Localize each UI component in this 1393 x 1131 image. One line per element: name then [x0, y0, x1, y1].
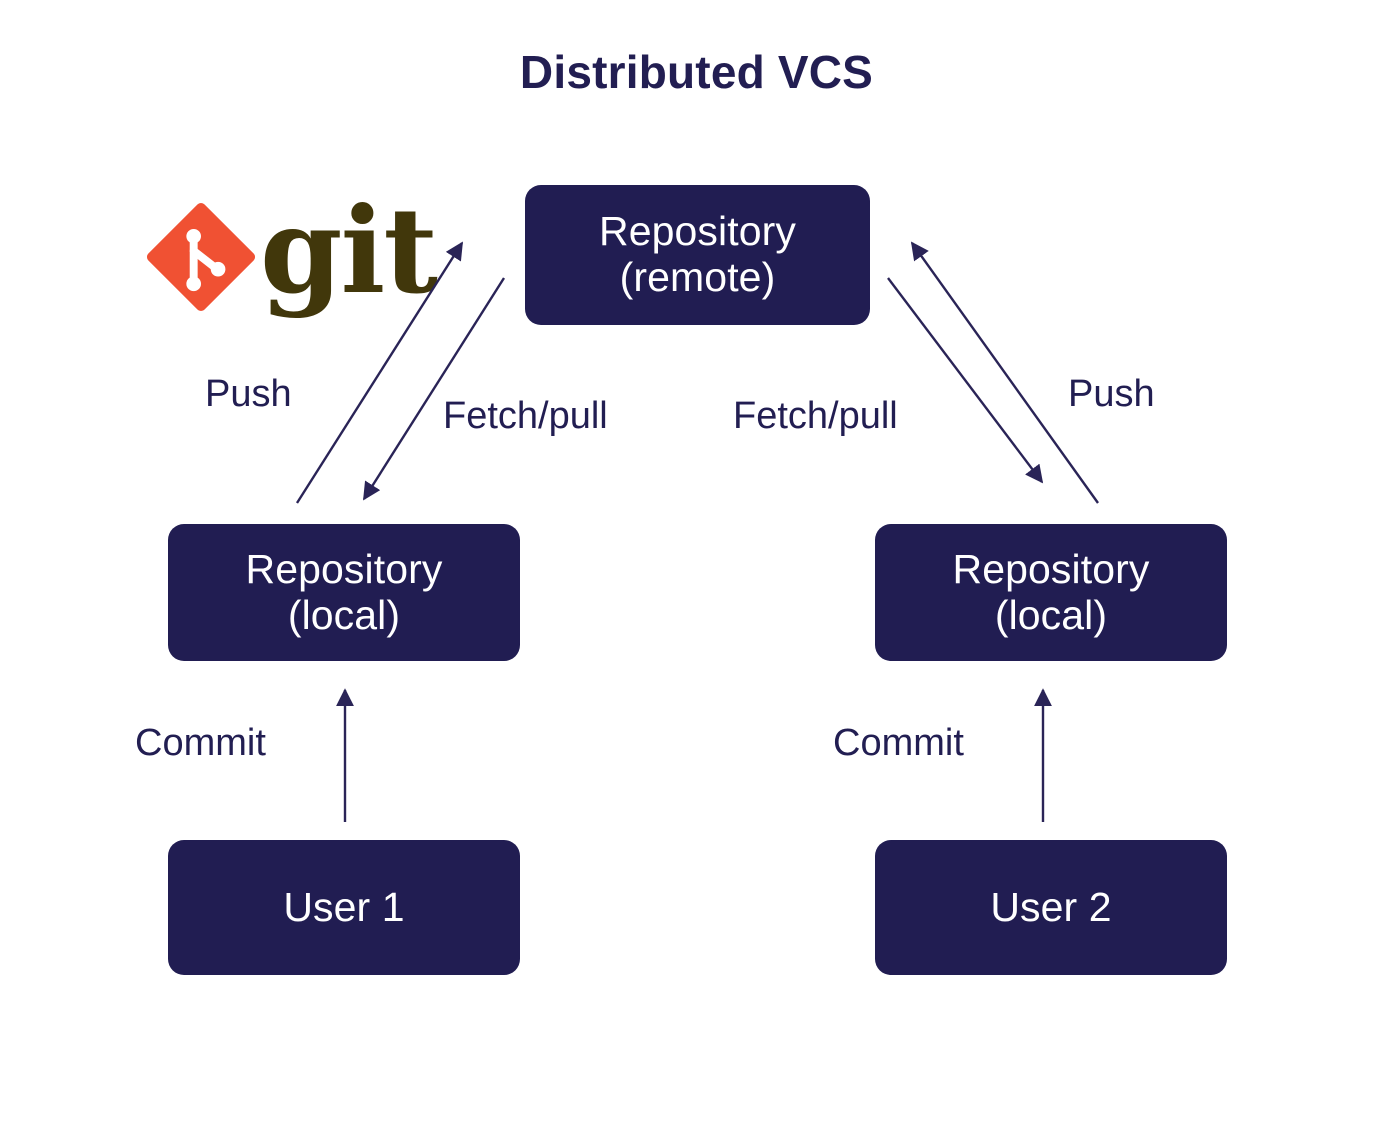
edge-label-fetch-left: Fetch/pull	[443, 395, 608, 437]
node-label-line1: Repository	[245, 545, 443, 592]
node-label-line1: Repository	[952, 545, 1150, 592]
page-title: Distributed VCS	[519, 46, 874, 98]
edge-label-push-right: Push	[1068, 373, 1155, 415]
node-repository-local-right[interactable]: Repository (local)	[875, 524, 1227, 661]
node-label-line1: User 2	[990, 883, 1112, 930]
arrow-fetch-right	[887, 277, 1044, 484]
node-repository-remote[interactable]: Repository (remote)	[525, 185, 870, 325]
git-logo: git	[140, 190, 438, 321]
edge-label-push-left: Push	[205, 373, 292, 415]
edge-label-commit-left: Commit	[135, 722, 266, 764]
git-diamond-branch-icon	[146, 202, 256, 312]
node-user-2[interactable]: User 2	[875, 840, 1227, 975]
node-label-line1: Repository	[599, 208, 796, 255]
node-label-line2: (local)	[287, 591, 401, 638]
node-label-line2: (remote)	[619, 254, 776, 300]
node-label-line1: User 1	[283, 883, 405, 930]
git-wordmark: git	[260, 181, 438, 320]
edge-label-fetch-right: Fetch/pull	[733, 395, 898, 437]
node-label-line2: (local)	[994, 591, 1108, 638]
node-repository-local-left[interactable]: Repository (local)	[168, 524, 520, 661]
node-user-1[interactable]: User 1	[168, 840, 520, 975]
edge-label-commit-right: Commit	[833, 722, 964, 764]
